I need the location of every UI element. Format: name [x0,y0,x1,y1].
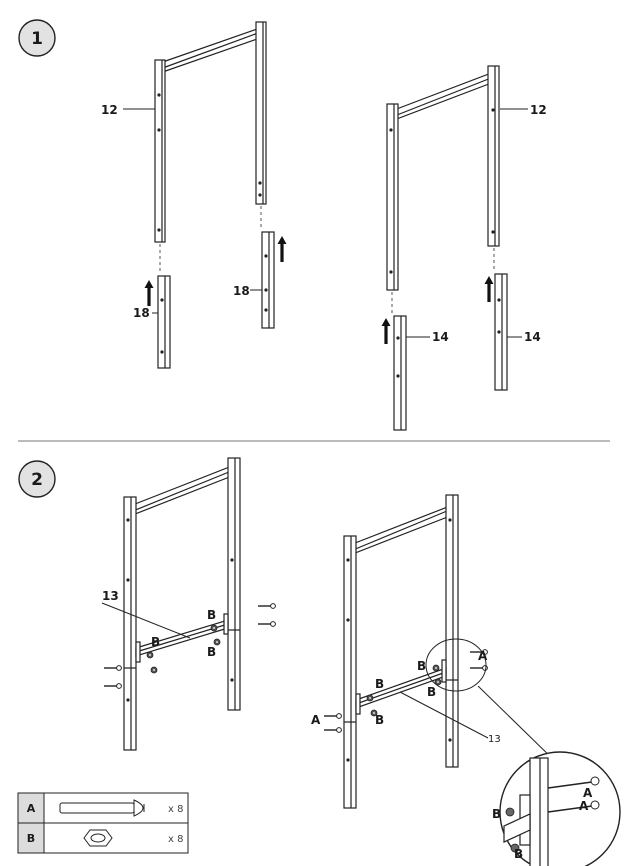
label-b-4: B [375,677,384,691]
left-lower-extension-b [261,231,275,329]
detail-label-b-2: B [514,847,523,861]
hardware-quantity-a: x 8 [168,804,183,815]
up-arrow-icon [144,280,154,306]
right-assembled-frame [343,494,459,809]
label-b-6: B [417,659,426,673]
callout-12-left: 12 [101,103,118,117]
label-b-5: B [375,713,384,727]
step-1-badge: 1 [18,19,56,57]
step-2: 2 13 B [18,457,621,866]
bolt-icon [59,799,145,817]
right-lower-extension-a [393,315,407,431]
hardware-table: A B x 8 x 8 [17,792,189,854]
callout-12-right: 12 [530,103,547,117]
hardware-quantity-b: x 8 [168,834,183,845]
left-upper-frame [154,21,267,243]
callout-14-right: 14 [524,330,541,344]
label-a-2: A [478,649,488,663]
detail-label-a-2: A [579,799,589,813]
hex-nut-icon [83,829,113,847]
callout-18-left: 18 [133,306,150,320]
label-b-7: B [427,685,436,699]
callout-13-left: 13 [102,589,119,603]
detail-magnifier [499,751,621,866]
hardware-letter-a: A [27,802,36,815]
detail-label-a-1: A [583,786,593,800]
right-lower-extension-b [494,273,508,391]
hardware-letter-b: B [27,832,35,845]
up-arrow-icon [277,236,287,262]
step-1: 1 [18,19,547,431]
right-upper-frame [386,65,500,291]
callout-14-left: 14 [432,330,449,344]
step-2-badge: 2 [18,460,56,498]
left-assembled-frame [123,457,241,751]
label-a-1: A [311,713,321,727]
up-arrow-icon [381,318,391,344]
step-2-number: 2 [31,470,43,490]
callout-13-right: 13 [488,734,501,745]
callout-18-right: 18 [233,284,250,298]
left-lower-extension-a [157,275,171,369]
label-b-3: B [207,645,216,659]
step-1-number: 1 [31,29,43,49]
up-arrow-icon [484,276,494,302]
label-b-2: B [207,608,216,622]
label-b-1: B [151,635,160,649]
detail-label-b-1: B [492,807,501,821]
